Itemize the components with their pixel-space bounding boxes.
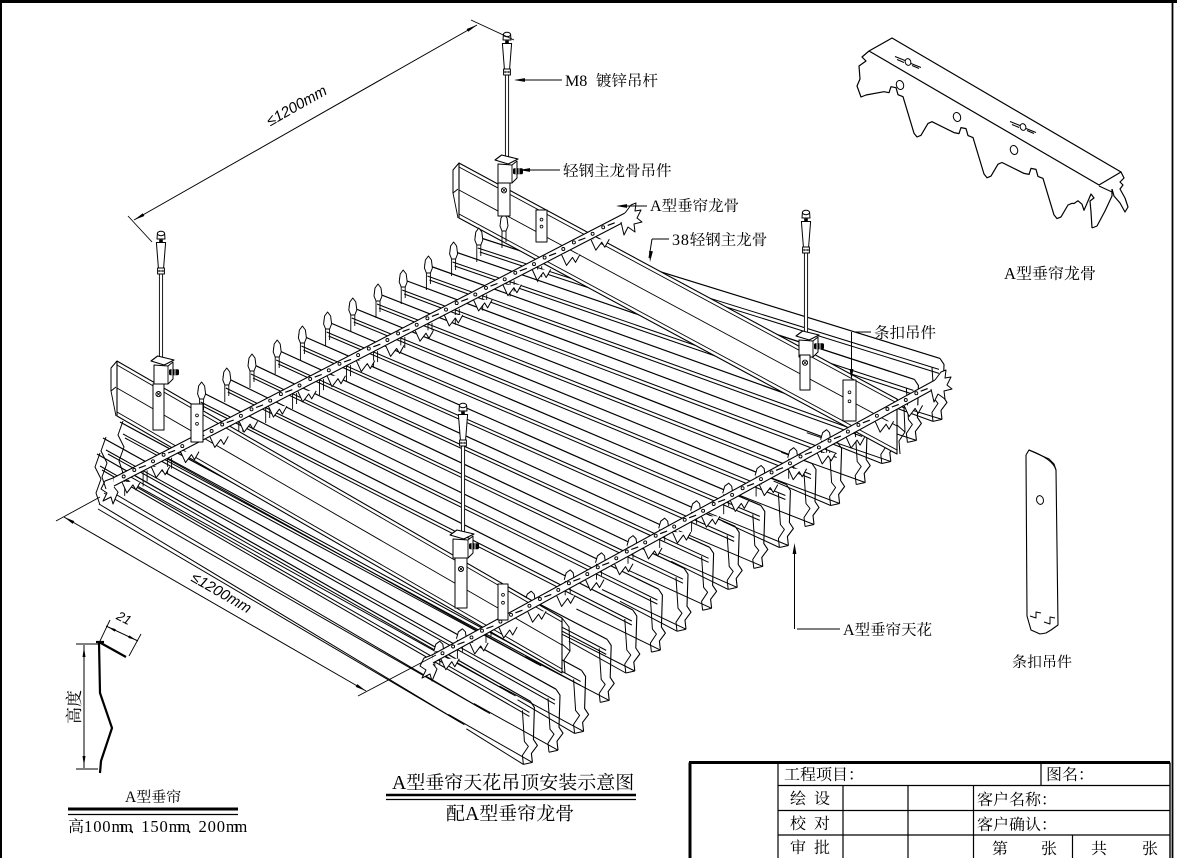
svg-text:m: m <box>120 817 133 836</box>
svg-text:M: M <box>565 73 579 90</box>
svg-text:m: m <box>234 817 247 836</box>
svg-text:8: 8 <box>579 73 587 90</box>
svg-text:A: A <box>125 789 137 806</box>
svg-text:A: A <box>1004 264 1016 283</box>
svg-text:1: 1 <box>84 817 92 836</box>
svg-text:m: m <box>226 817 239 836</box>
svg-text:m: m <box>169 817 182 836</box>
svg-text:0: 0 <box>102 817 110 836</box>
svg-text:3: 3 <box>672 232 680 249</box>
svg-text:8: 8 <box>681 232 689 249</box>
svg-text:2: 2 <box>199 817 207 836</box>
svg-text:A: A <box>392 772 407 794</box>
svg-text:21: 21 <box>113 608 134 628</box>
svg-text:1: 1 <box>141 817 149 836</box>
svg-text:0: 0 <box>217 817 225 836</box>
svg-text:m: m <box>112 817 125 836</box>
svg-text:0: 0 <box>208 817 216 836</box>
svg-text:0: 0 <box>93 817 101 836</box>
svg-text:0: 0 <box>160 817 168 836</box>
svg-text:A: A <box>843 622 855 639</box>
svg-text:5: 5 <box>150 817 158 836</box>
svg-text:A: A <box>465 803 480 825</box>
svg-text:m: m <box>177 817 190 836</box>
svg-text:A: A <box>650 198 662 215</box>
